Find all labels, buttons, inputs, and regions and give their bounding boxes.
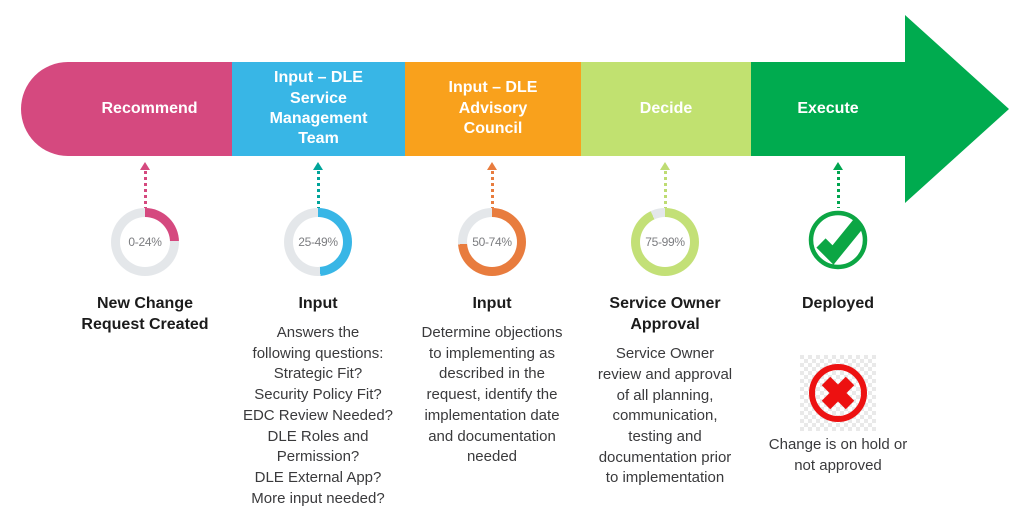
column-body: Service Owner review and approval of all… [597,345,733,487]
column-heading: Input [298,295,338,312]
arrow-head [905,15,1009,203]
dotted-up-arrow [140,162,150,208]
column-heading: New Change Request Created [81,295,209,334]
x-icon [806,361,870,425]
column-heading: Deployed [801,295,874,312]
column-recommend: 0-24% New Change Request Created [53,162,237,335]
donut-range-label: 50-74% [472,235,512,249]
arrow-dotted-tail [316,171,320,208]
dotted-up-arrow [660,162,670,208]
column-heading: Service Owner Approval [609,295,721,334]
progress-donut: 0-24% [111,208,179,276]
column-decide: 75-99% Service Owner Approval Service Ow… [573,162,757,489]
banner-stage-execute: Execute [751,62,905,156]
donut-range-label: 25-49% [298,235,338,249]
banner-stage-decide: Decide [581,62,751,156]
arrow-dotted-tail [490,171,494,208]
arrow-dotted-tail [143,171,147,208]
banner-stage-input-service-management: Input – DLE Service Management Team [232,62,405,156]
dotted-up-arrow [313,162,323,208]
column-body: Determine objections to implementing as … [421,324,563,466]
column-input-service-management: 25-49% Input Answers the following quest… [226,162,410,509]
transparency-checkerboard [800,355,876,432]
banner-stage-input-advisory-council: Input – DLE Advisory Council [405,62,581,156]
arrow-tip-icon [140,162,150,170]
progress-donut: 50-74% [458,208,526,276]
status-note: Change is on hold or not approved [768,436,908,474]
arrow-tip-icon [660,162,670,170]
stage-label: Input – DLE Advisory Council [448,79,538,138]
stage-label: Recommend [101,99,198,117]
stage-label: Input – DLE Service Management Team [269,69,368,148]
column-execute: Deployed Change is on hold or not approv… [746,162,930,476]
dotted-up-arrow [487,162,497,208]
progress-donut: 25-49% [284,208,352,276]
progress-donut: 75-99% [631,208,699,276]
arrow-dotted-tail [663,171,667,208]
arrow-tip-icon [487,162,497,170]
arrow-tip-icon [833,162,843,170]
dotted-up-arrow [833,162,843,208]
column-heading: Input [472,295,512,312]
column-input-advisory-council: 50-74% Input Determine objections to imp… [400,162,584,468]
arrow-dotted-tail [836,171,840,208]
column-body: Answers the following questions: Strateg… [242,324,394,507]
donut-range-label: 0-24% [128,235,162,249]
banner-stage-recommend: Recommend [21,62,232,156]
stage-label: Decide [639,99,693,117]
arrow-tip-icon [313,162,323,170]
check-icon [806,208,870,272]
donut-range-label: 75-99% [645,235,685,249]
stage-label: Execute [797,99,859,117]
